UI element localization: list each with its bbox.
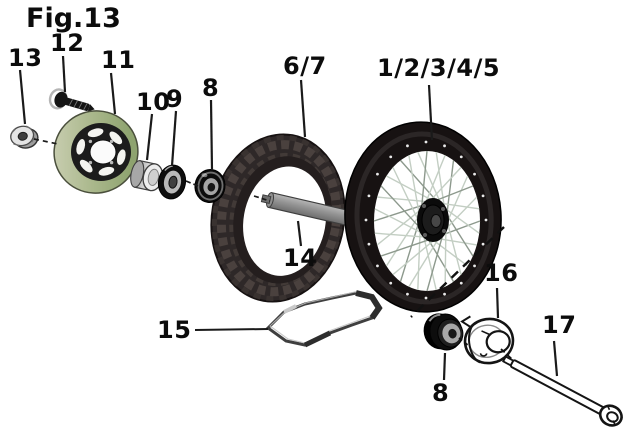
callout-13: 13 [8, 44, 43, 72]
leader-1-5 [427, 84, 434, 141]
tire [210, 133, 346, 303]
leader-11 [109, 72, 117, 115]
callout-16: 16 [484, 259, 519, 287]
figure-title: Fig.13 [26, 3, 121, 34]
leader-6-7 [299, 79, 307, 138]
leader-10 [145, 113, 154, 161]
axle-shaft [502, 355, 623, 427]
leader-16 [495, 287, 500, 319]
callout-6-7: 6/7 [283, 52, 327, 80]
callout-8-top: 8 [202, 74, 220, 102]
leader-8-bottom [442, 352, 447, 381]
assembly-dash-bearing-to-cover [458, 337, 470, 347]
assembly-dash-cover-to-axle [500, 348, 515, 362]
axle-nut [10, 125, 39, 149]
callout-9: 9 [166, 85, 184, 113]
assembly-dash-nut-to-disc [33, 138, 59, 145]
wheel-hub [417, 198, 449, 242]
leader-8-top [209, 99, 214, 171]
bearing-left [194, 169, 226, 203]
brake-disc [53, 110, 139, 194]
leader-17 [552, 340, 559, 377]
bearing-right [423, 313, 464, 351]
callout-1-2-3-4-5: 1/2/3/4/5 [377, 54, 501, 82]
spoked-wheel [344, 121, 502, 313]
callout-10: 10 [136, 88, 171, 116]
leader-15 [194, 328, 269, 331]
callout-14: 14 [283, 244, 318, 272]
hub-cover [460, 315, 515, 365]
assembly-dash-wheel-to-bearing [410, 226, 505, 318]
leader-9 [170, 110, 178, 167]
callout-11: 11 [101, 46, 136, 74]
callout-8-bottom: 8 [432, 379, 450, 407]
leader-14 [296, 220, 303, 247]
rim-band [265, 290, 383, 348]
assembly-dash-seal-to-bearing [185, 180, 199, 187]
leader-13 [18, 69, 27, 125]
flange-bolt [48, 88, 95, 112]
callout-15: 15 [157, 316, 192, 344]
oil-seal [157, 164, 187, 200]
assembly-dash-sleeve [253, 195, 271, 202]
spacer-bushing [130, 160, 164, 192]
leader-12 [61, 55, 67, 93]
spoke-nipples [364, 140, 488, 300]
callout-12: 12 [50, 29, 85, 57]
spokes [373, 150, 481, 292]
callout-17: 17 [542, 311, 577, 339]
